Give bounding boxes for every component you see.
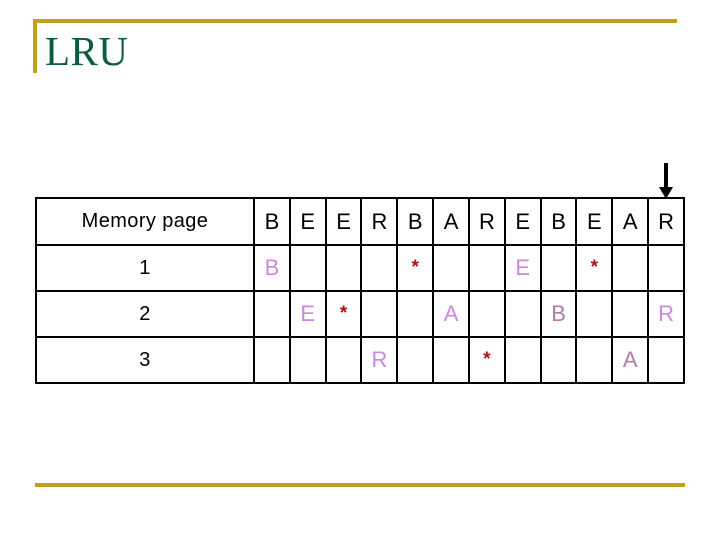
- empty-cell: [324, 336, 363, 384]
- empty-cell: [360, 290, 399, 338]
- reference-string-cell: B: [253, 197, 291, 246]
- empty-cell: [288, 244, 327, 292]
- empty-cell: [324, 244, 363, 292]
- empty-cell: [288, 336, 327, 384]
- frame-number-label: 1: [35, 244, 255, 292]
- reference-string-cell: E: [503, 197, 542, 246]
- empty-cell: [396, 290, 435, 338]
- reference-string-cell: A: [432, 197, 470, 246]
- empty-cell: [503, 290, 542, 338]
- empty-cell: [647, 244, 685, 292]
- empty-cell: [611, 290, 650, 338]
- reference-string-cell: E: [324, 197, 363, 246]
- empty-cell: [539, 336, 578, 384]
- reference-string-cell: R: [467, 197, 506, 246]
- memory-page-cell: R: [647, 290, 685, 338]
- empty-cell: [432, 244, 470, 292]
- empty-cell: [539, 244, 578, 292]
- reference-string-cell: R: [647, 197, 685, 246]
- empty-cell: [647, 336, 685, 384]
- empty-cell: [432, 336, 470, 384]
- page-fault-star-icon: *: [396, 244, 435, 292]
- page-fault-star-icon: *: [324, 290, 363, 338]
- memory-page-cell: B: [539, 290, 578, 338]
- reference-string-cell: B: [539, 197, 578, 246]
- memory-page-cell: E: [288, 290, 327, 338]
- memory-page-cell: B: [253, 244, 291, 292]
- slide-top-rule: [33, 19, 677, 23]
- page-title: LRU: [45, 28, 129, 74]
- empty-cell: [396, 336, 435, 384]
- empty-cell: [611, 244, 650, 292]
- page-fault-star-icon: *: [467, 336, 506, 384]
- frame-number-label: 2: [35, 290, 255, 338]
- arrow-down-icon: [658, 163, 674, 199]
- reference-string-cell: E: [288, 197, 327, 246]
- empty-cell: [467, 290, 506, 338]
- memory-page-cell: R: [360, 336, 399, 384]
- slide-bottom-rule: [35, 483, 685, 487]
- slide-left-accent-bar: [33, 19, 37, 73]
- empty-cell: [360, 244, 399, 292]
- arrow-down-glyph: [659, 163, 673, 199]
- empty-cell: [253, 336, 291, 384]
- memory-page-header-label: Memory page: [35, 197, 255, 246]
- reference-string-cell: B: [396, 197, 435, 246]
- empty-cell: [575, 336, 614, 384]
- memory-page-cell: A: [611, 336, 650, 384]
- table-row: 3 R * A: [35, 336, 685, 384]
- empty-cell: [503, 336, 542, 384]
- memory-page-cell: E: [503, 244, 542, 292]
- memory-page-cell: A: [432, 290, 470, 338]
- reference-string-cell: R: [360, 197, 399, 246]
- empty-cell: [575, 290, 614, 338]
- empty-cell: [253, 290, 291, 338]
- frame-number-label: 3: [35, 336, 255, 384]
- reference-string-cell: E: [575, 197, 614, 246]
- empty-cell: [467, 244, 506, 292]
- page-fault-star-icon: *: [575, 244, 614, 292]
- reference-string-cell: A: [611, 197, 650, 246]
